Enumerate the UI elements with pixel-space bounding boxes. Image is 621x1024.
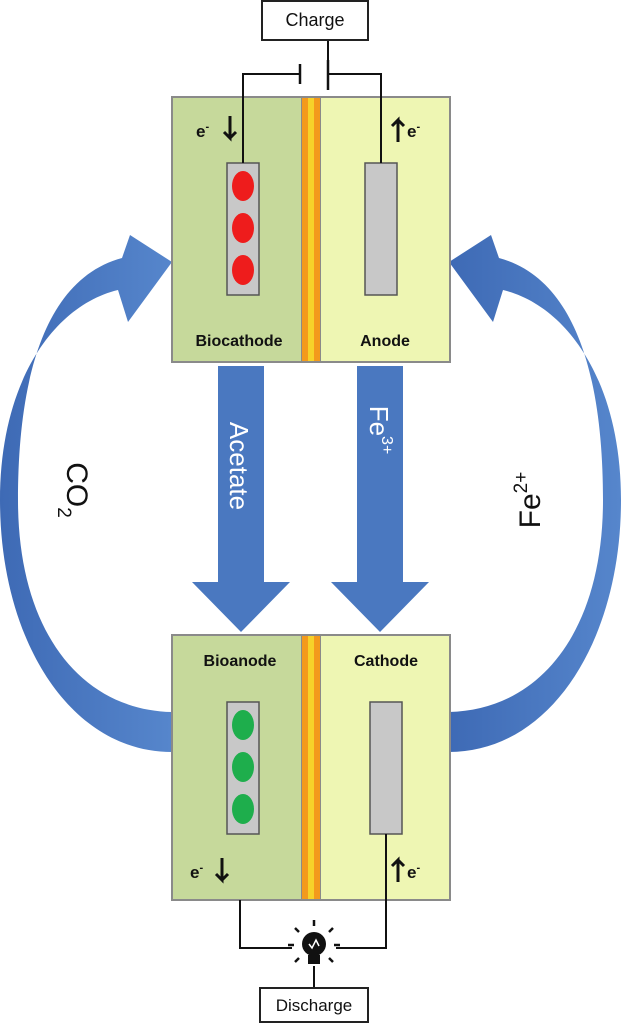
- acetate-arrow: [192, 366, 290, 632]
- charge-circuit: [242, 40, 382, 163]
- red-microbe: [232, 255, 254, 285]
- fe3-label: Fe3+: [364, 406, 395, 455]
- green-microbe: [232, 710, 254, 740]
- green-microbe: [232, 794, 254, 824]
- bottom-cell: Bioanode Cathode e- e-: [171, 634, 451, 901]
- electron-down-arrow: [222, 116, 238, 142]
- electron-label-right: e-: [407, 121, 420, 141]
- cathode-label: Cathode: [354, 653, 418, 670]
- discharge-label: Discharge: [276, 996, 353, 1015]
- red-microbe: [232, 171, 254, 201]
- acetate-label: Acetate: [224, 422, 254, 510]
- electron-label-left: e-: [196, 121, 209, 141]
- discharge-box: Discharge: [259, 987, 369, 1023]
- biocathode-label: Biocathode: [195, 333, 282, 350]
- electron-label-left: e-: [190, 862, 203, 882]
- electron-down-arrow: [214, 858, 230, 884]
- cathode-electrode: [369, 701, 403, 835]
- anode-electrode: [364, 162, 398, 296]
- green-microbe: [232, 752, 254, 782]
- fe2-label: Fe2+: [511, 472, 547, 529]
- top-cell: e- e- Biocathode Anode: [171, 96, 451, 363]
- lightbulb-icon: [288, 920, 340, 964]
- discharge-circuit: [239, 834, 387, 988]
- anode-label: Anode: [360, 333, 410, 350]
- charge-label: Charge: [285, 10, 344, 30]
- charge-box: Charge: [261, 0, 369, 41]
- electron-label-right: e-: [407, 862, 420, 882]
- fe3-arrow: [331, 366, 429, 632]
- electron-up-arrow: [390, 116, 406, 142]
- co2-label: CO2: [53, 462, 93, 518]
- red-microbe: [232, 213, 254, 243]
- electron-up-arrow: [390, 856, 406, 882]
- bioanode-label: Bioanode: [204, 653, 277, 670]
